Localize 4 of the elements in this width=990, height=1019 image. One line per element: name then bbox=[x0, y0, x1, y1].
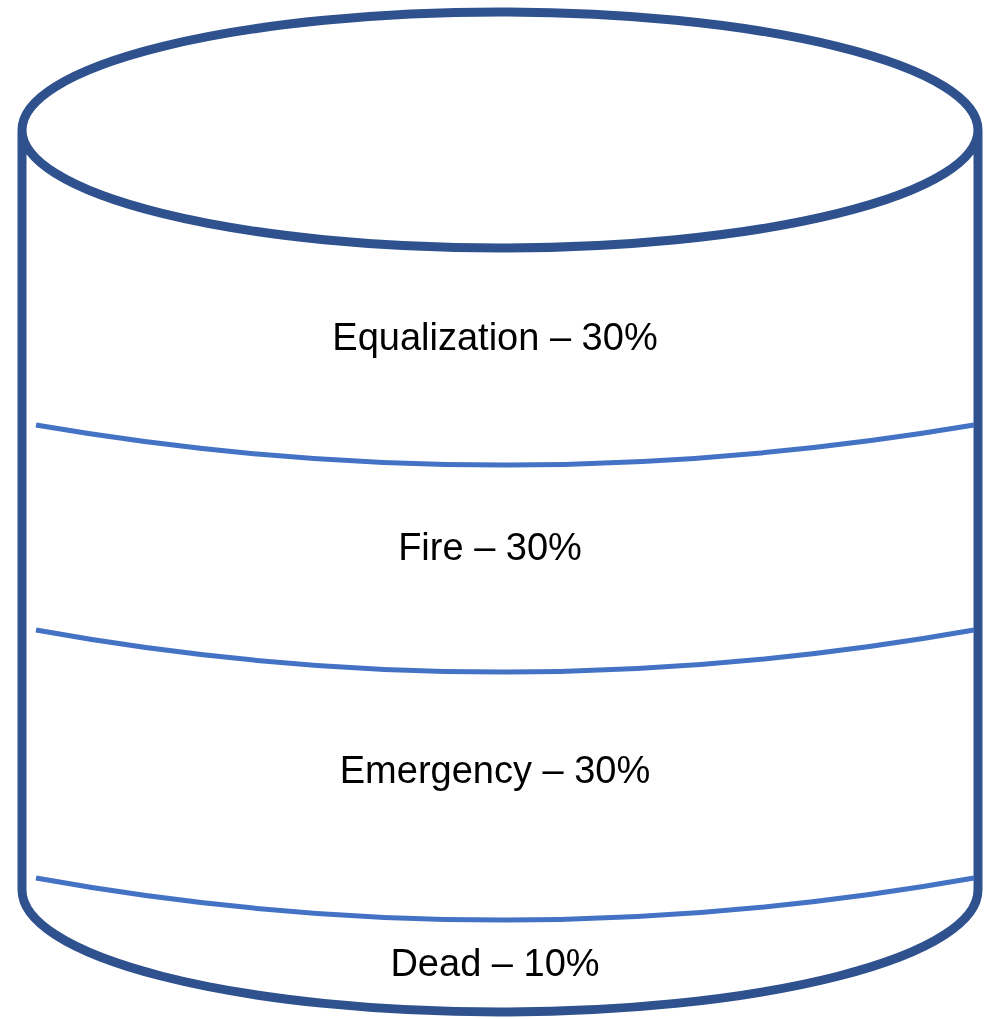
band-label: Fire – 30% bbox=[398, 526, 582, 569]
band-label: Dead – 10% bbox=[390, 941, 600, 985]
band-label: Emergency – 30% bbox=[339, 748, 651, 792]
band-label: Equalization – 30% bbox=[332, 316, 658, 359]
